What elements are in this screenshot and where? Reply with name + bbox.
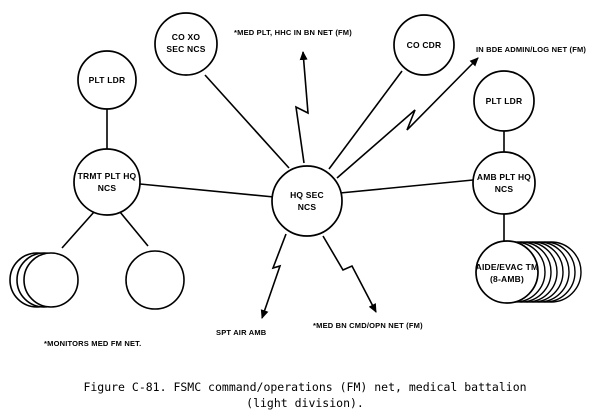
label-plt-ldr-left: PLT LDR — [89, 75, 126, 85]
label-med-bn-net: *MED BN CMD/OPN NET (FM) — [313, 321, 423, 330]
node-trmt-plt-hq — [73, 148, 141, 216]
node-hq-sec — [271, 165, 343, 237]
link-trmt-to-left-stack — [61, 211, 95, 249]
radio-link-med-plt — [294, 51, 309, 164]
label-amb-plt-hq-2: NCS — [495, 184, 514, 194]
label-hq-sec-1: HQ SEC — [290, 190, 324, 200]
label-plt-ldr-right: PLT LDR — [486, 96, 523, 106]
footnote: *MONITORS MED FM NET. — [44, 339, 141, 348]
label-co-cdr: CO CDR — [407, 40, 442, 50]
trmt-element-circle — [125, 250, 185, 310]
label-co-xo-1: CO XO — [172, 32, 201, 42]
label-aide-evac-1: AIDE/EVAC TM — [476, 262, 539, 272]
link-hq-to-amb — [339, 179, 474, 194]
radio-links — [260, 51, 479, 319]
figure-caption-line-2: (light division). — [246, 396, 364, 410]
link-coxo-to-hq — [204, 74, 290, 169]
radio-link-med-bn — [322, 235, 377, 313]
label-med-plt-net: *MED PLT, HHC IN BN NET (FM) — [234, 28, 352, 37]
figure-caption-line-1: Figure C-81. FSMC command/operations (FM… — [83, 380, 526, 394]
connection-lines — [61, 70, 505, 249]
node-amb-plt-hq — [472, 151, 536, 215]
node-co-xo — [154, 12, 218, 76]
node-plt-ldr-right — [473, 70, 535, 132]
node-plt-ldr-left — [77, 50, 137, 110]
aide-stack-1 — [475, 240, 539, 304]
trmt-element-stack — [9, 252, 79, 308]
label-spt-air-amb: SPT AIR AMB — [216, 328, 267, 337]
radio-link-bde-admin — [336, 57, 479, 179]
link-trmt-to-right-circle — [119, 211, 149, 247]
link-cocdr-to-hq — [328, 70, 403, 170]
label-bde-admin-net: IN BDE ADMIN/LOG NET (FM) — [476, 45, 586, 54]
label-trmt-plt-hq-2: NCS — [98, 183, 117, 193]
label-hq-sec-2: NCS — [298, 202, 317, 212]
label-aide-evac-2: (8-AMB) — [490, 274, 524, 284]
node-co-cdr — [393, 14, 455, 76]
label-co-xo-2: SEC NCS — [166, 44, 205, 54]
label-amb-plt-hq-1: AMB PLT HQ — [477, 172, 531, 182]
node-circles — [73, 12, 536, 237]
radio-link-spt-air — [260, 233, 287, 319]
label-trmt-plt-hq-1: TRMT PLT HQ — [78, 171, 137, 181]
trmt-stack-circle-front — [23, 252, 79, 308]
link-trmt-to-hq — [139, 183, 275, 198]
aide-evac-stack — [475, 240, 582, 304]
